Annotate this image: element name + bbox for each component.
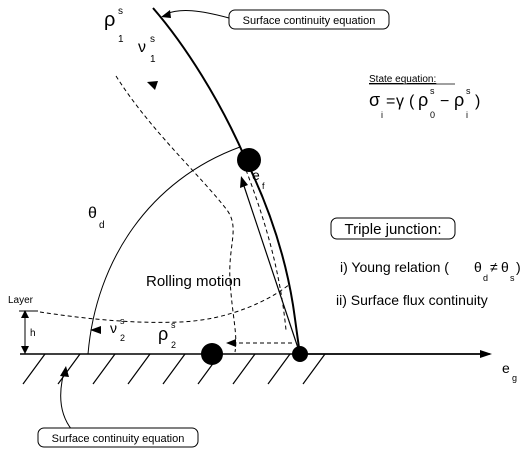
theta-d-label: θ d [88, 205, 105, 231]
top-callout-arrowhead [161, 10, 171, 18]
ef-label: e f [252, 167, 265, 191]
rho1-label: ρ s 1 [104, 6, 124, 45]
surface-flux-text: ii) Surface flux continuity [336, 292, 488, 308]
svg-text:ν: ν [138, 39, 146, 56]
svg-text:2: 2 [120, 333, 125, 343]
eg-arrowhead [480, 350, 492, 358]
upper-particle [237, 148, 261, 172]
surface-eq-bottom-label: Surface continuity equation [52, 433, 185, 445]
v1-label: ν s 1 [138, 34, 156, 65]
svg-text:i: i [381, 110, 383, 120]
substrate-hatching [22, 353, 326, 385]
svg-text:ρ: ρ [454, 90, 464, 110]
svg-text:γ: γ [396, 93, 404, 110]
bottom-particle [201, 343, 223, 365]
surface-eq-top-box [228, 9, 390, 30]
ef-arrowhead [240, 176, 248, 188]
svg-text:(: ( [409, 93, 415, 110]
svg-text:0: 0 [430, 110, 435, 120]
dashed-junction-arrowhead [226, 339, 236, 347]
top-callout-arrow [165, 10, 230, 19]
svg-text:≠: ≠ [490, 259, 498, 275]
svg-text:s: s [150, 34, 155, 45]
svg-text:d: d [483, 273, 488, 283]
dashed-inner-return [245, 169, 287, 331]
svg-text:s: s [118, 6, 123, 17]
svg-text:ρ: ρ [104, 9, 115, 31]
triple-junction-box [330, 217, 456, 240]
svg-text:i: i [466, 110, 468, 120]
ef-axis-arrow [242, 182, 301, 355]
young-relation-symbols: θ d ≠ θ s ) [474, 259, 521, 283]
eg-label: e g [502, 360, 517, 383]
svg-text:e: e [502, 360, 510, 376]
bottom-callout-arrow [60, 371, 73, 431]
svg-text:2: 2 [171, 340, 176, 350]
triple-junction-point [292, 346, 308, 362]
young-relation-text: i) Young relation ( [340, 259, 449, 275]
svg-text:s: s [510, 273, 515, 283]
free-surface-curve [152, 7, 301, 355]
h-label: h [30, 328, 36, 339]
triple-junction-title: Triple junction: [345, 221, 442, 238]
svg-text:θ: θ [88, 205, 97, 222]
state-equation: σ i = γ ( ρ s 0 − ρ s i ) [369, 86, 480, 120]
bottom-callout-arrowhead [60, 366, 69, 377]
svg-text:−: − [440, 93, 449, 110]
svg-text:θ: θ [474, 259, 482, 275]
svg-text:s: s [466, 86, 471, 96]
svg-text:ν: ν [110, 320, 117, 336]
svg-text:d: d [99, 220, 105, 231]
svg-text:θ: θ [501, 259, 509, 275]
layer-thickness-arrow-bottom [21, 346, 29, 354]
svg-text:e: e [252, 167, 260, 183]
v1-arrowhead [147, 81, 158, 90]
surface-eq-bottom-box [37, 427, 199, 448]
svg-text:s: s [430, 86, 435, 96]
svg-text:ρ: ρ [418, 90, 428, 110]
svg-text:s: s [120, 316, 125, 326]
svg-text:ρ: ρ [158, 324, 168, 344]
layer-label: Layer [8, 295, 34, 306]
svg-text:1: 1 [150, 54, 156, 65]
rho2-label: ρ s 2 [158, 320, 176, 350]
dashed-flow-line-upper [115, 75, 237, 353]
state-equation-title: State equation: [369, 74, 436, 85]
svg-text:1: 1 [118, 34, 124, 45]
rolling-motion-label: Rolling motion [146, 273, 241, 290]
dashed-layer-line [39, 283, 291, 323]
svg-text:): ) [475, 93, 480, 110]
svg-text:): ) [516, 259, 521, 275]
svg-text:f: f [262, 181, 265, 191]
layer-thickness-arrow-top [21, 310, 29, 318]
svg-text:=: = [386, 93, 395, 110]
dynamic-angle-arc [87, 146, 241, 355]
svg-text:g: g [512, 373, 517, 383]
surface-eq-top-label: Surface continuity equation [243, 15, 376, 27]
v2-arrowhead [90, 326, 101, 334]
svg-text:σ: σ [369, 90, 380, 110]
v2-label: ν s 2 [110, 316, 125, 343]
svg-text:s: s [171, 320, 176, 330]
